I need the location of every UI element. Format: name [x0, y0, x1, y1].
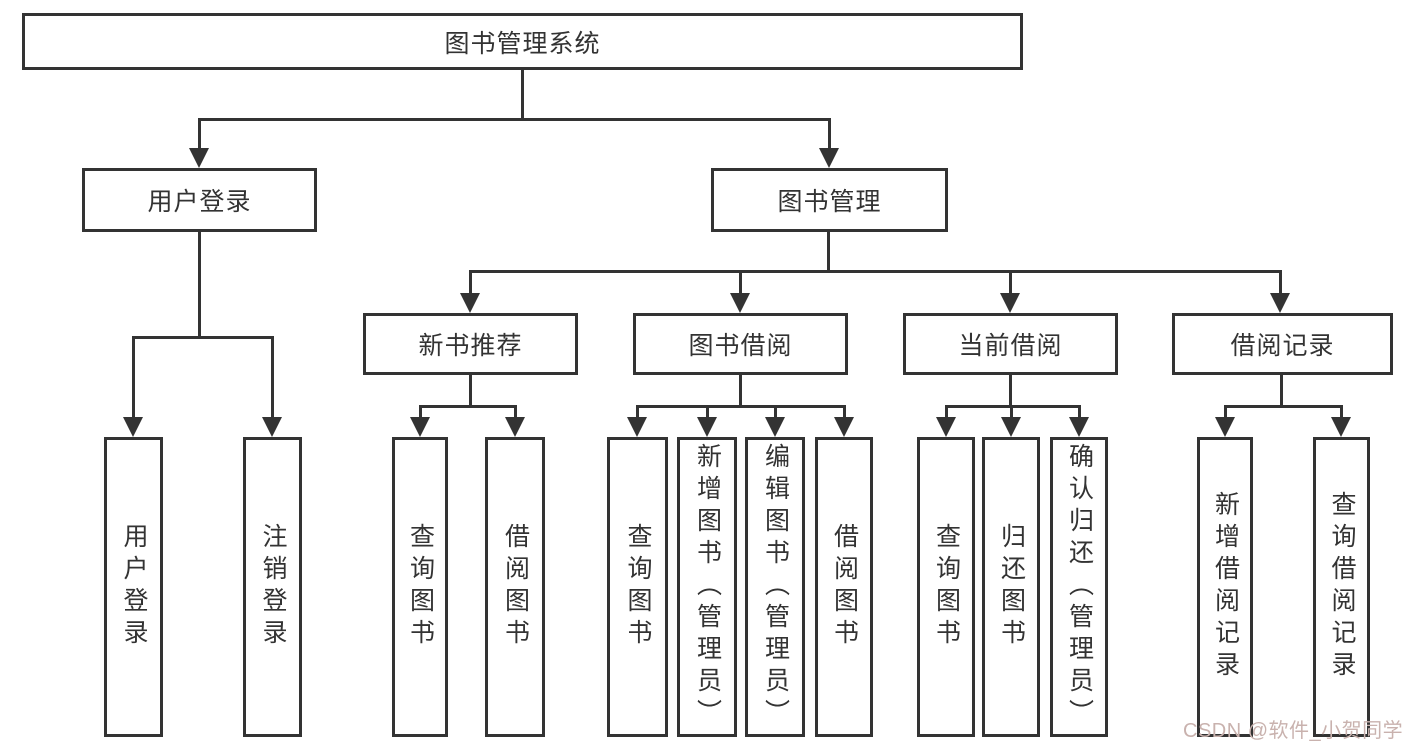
leaf-label: 新增借阅记录 [1211, 491, 1240, 683]
node-leaf-logout: 注销登录 [243, 437, 302, 737]
arrow-down-icon [936, 417, 956, 437]
node-borrow-records: 借阅记录 [1172, 313, 1393, 375]
leaf-label: 用户登录 [120, 523, 148, 651]
connector-leaf-stem [132, 336, 135, 418]
connector-book-mgmt-down [827, 232, 830, 273]
node-leaf-query-books-borrowing: 查询图书 [607, 437, 668, 737]
node-leaf-query-books-current: 查询图书 [917, 437, 975, 737]
connector-leaf-stem [774, 405, 777, 419]
leaf-label: 查询图书 [932, 523, 961, 651]
arrow-down-icon [410, 417, 430, 437]
connector-leaf-stem [843, 405, 846, 419]
connector-leaf-stem [1224, 405, 1227, 419]
node-leaf-confirm-return-admin: 确认归还（管理员） [1050, 437, 1108, 737]
leaf-label: 注销登录 [259, 523, 287, 651]
connector-leaf-stem [945, 405, 948, 419]
connector-user-login-down [198, 232, 201, 339]
arrow-down-icon [460, 293, 480, 313]
connector-records-down [1280, 375, 1283, 408]
arrow-down-icon [1069, 417, 1089, 437]
connector-recommend-branch [419, 405, 517, 408]
arrow-down-icon [1215, 417, 1235, 437]
connector-leaf-stem [419, 405, 422, 419]
arrow-down-icon [730, 293, 750, 313]
connector-l3-stem [469, 270, 472, 294]
connector-leaf-stem [1010, 405, 1013, 419]
connector-records-branch [1224, 405, 1342, 408]
arrow-down-icon [189, 148, 209, 168]
connector-user-login-branch [132, 336, 274, 339]
connector-root-branch [198, 118, 831, 121]
connector-book-mgmt-branch [469, 270, 1282, 273]
leaf-label: 归还图书 [997, 523, 1026, 651]
connector-user-login-stem [198, 118, 201, 150]
arrow-down-icon [505, 417, 525, 437]
node-leaf-add-books-admin: 新增图书（管理员） [677, 437, 737, 737]
node-leaf-user-login: 用户登录 [104, 437, 163, 737]
node-leaf-borrow-books-recommend: 借阅图书 [485, 437, 545, 737]
connector-l3-stem [1009, 270, 1012, 294]
arrow-down-icon [819, 148, 839, 168]
arrow-down-icon [834, 417, 854, 437]
node-book-management: 图书管理 [711, 168, 948, 232]
leaf-label: 查询借阅记录 [1328, 491, 1356, 683]
node-leaf-borrow-books: 借阅图书 [815, 437, 873, 737]
leaf-label: 借阅图书 [830, 523, 859, 651]
connector-leaf-stem [636, 405, 639, 419]
connector-l3-stem [739, 270, 742, 294]
leaf-label: 确认归还（管理员） [1065, 443, 1094, 731]
connector-recommend-down [469, 375, 472, 408]
arrow-down-icon [262, 417, 282, 437]
node-leaf-edit-books-admin: 编辑图书（管理员） [745, 437, 805, 737]
arrow-down-icon [1331, 417, 1351, 437]
connector-borrowing-down [739, 375, 742, 408]
connector-leaf-stem [271, 336, 274, 418]
leaf-label: 借阅图书 [501, 523, 530, 651]
leaf-label: 查询图书 [624, 523, 652, 651]
connector-borrowing-branch [636, 405, 845, 408]
node-book-borrowing: 图书借阅 [633, 313, 848, 375]
node-leaf-add-borrow-record: 新增借阅记录 [1197, 437, 1253, 737]
node-leaf-return-books: 归还图书 [982, 437, 1040, 737]
connector-leaf-stem [706, 405, 709, 419]
node-new-book-recommend: 新书推荐 [363, 313, 578, 375]
leaf-label: 编辑图书（管理员） [761, 443, 790, 731]
node-current-borrowing: 当前借阅 [903, 313, 1118, 375]
leaf-label: 新增图书（管理员） [693, 443, 722, 731]
connector-leaf-stem [1340, 405, 1343, 419]
leaf-label: 查询图书 [406, 523, 435, 651]
connector-root-stem [521, 70, 524, 121]
connector-leaf-stem [1078, 405, 1081, 419]
csdn-watermark: CSDN @软件_小贺同学 [1183, 720, 1404, 742]
connector-leaf-stem [514, 405, 517, 419]
arrow-down-icon [627, 417, 647, 437]
connector-book-mgmt-stem [828, 118, 831, 150]
connector-l3-stem [1279, 270, 1282, 294]
arrow-down-icon [765, 417, 785, 437]
connector-current-down [1009, 375, 1012, 408]
arrow-down-icon [1001, 417, 1021, 437]
arrow-down-icon [1270, 293, 1290, 313]
arrow-down-icon [123, 417, 143, 437]
node-root: 图书管理系统 [22, 13, 1023, 70]
node-leaf-query-books-recommend: 查询图书 [392, 437, 448, 737]
arrow-down-icon [1000, 293, 1020, 313]
arrow-down-icon [697, 417, 717, 437]
node-leaf-query-borrow-record: 查询借阅记录 [1313, 437, 1370, 737]
node-user-login: 用户登录 [82, 168, 317, 232]
